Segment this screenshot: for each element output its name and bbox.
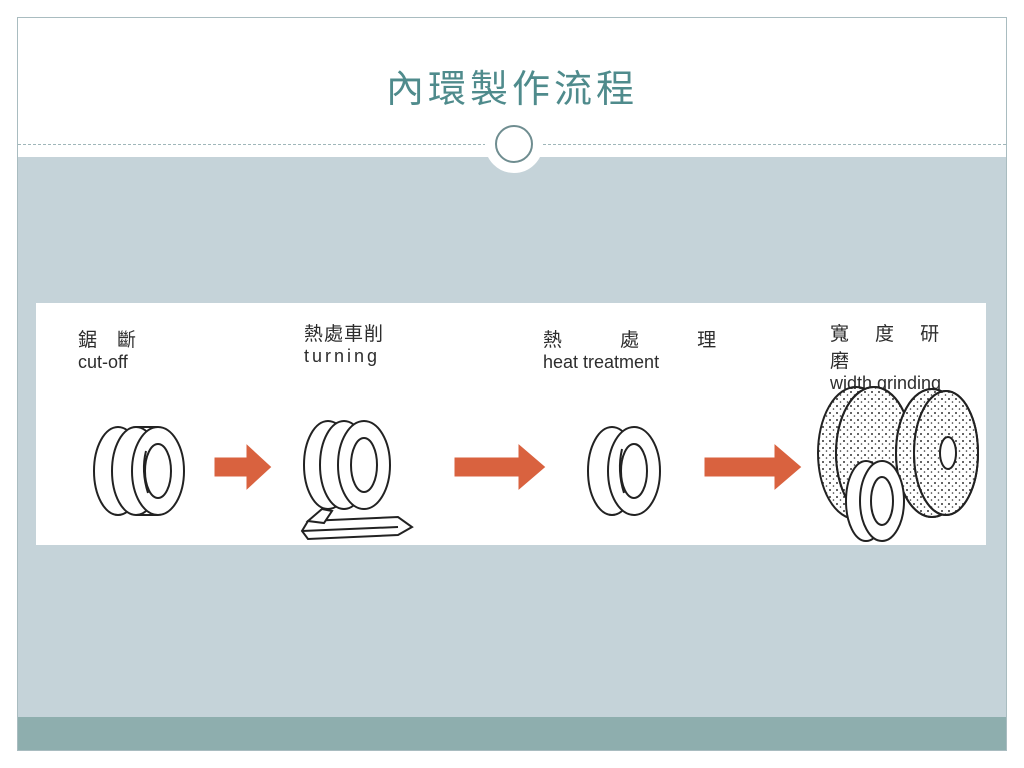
step-label-zh: 鋸 斷 <box>78 329 144 351</box>
ring-icon <box>495 125 533 163</box>
cut-ring-icon <box>93 426 185 516</box>
step-label-en: heat treatment <box>543 352 660 372</box>
arrow-right-icon <box>704 443 802 491</box>
footer-band <box>18 717 1006 750</box>
turning-ring-icon <box>300 420 414 541</box>
step-label-en: turning <box>304 346 381 366</box>
circle-ornament-icon <box>485 115 543 173</box>
slide-title: 內環製作流程 <box>385 67 638 111</box>
step-label-zh: 熱 處 理 <box>543 329 743 351</box>
step-label-zh: 寬 度 研 磨 <box>830 323 950 372</box>
arrow-right-icon <box>454 443 546 491</box>
arrow-right-icon <box>214 443 272 491</box>
step-label-zh: 熱處車削 <box>304 323 385 345</box>
process-diagram: 鋸 斷 cut-off 熱處車削 turning 熱 處 理 heat trea… <box>36 303 986 545</box>
heat-treated-ring-icon <box>587 426 661 516</box>
step-cut-off: 鋸 斷 cut-off <box>78 325 143 373</box>
step-label-en: cut-off <box>78 352 128 372</box>
step-heat-treatment: 熱 處 理 heat treatment <box>543 325 742 373</box>
step-turning: 熱處車削 turning <box>304 319 384 367</box>
grinding-wheels-icon <box>817 386 979 542</box>
